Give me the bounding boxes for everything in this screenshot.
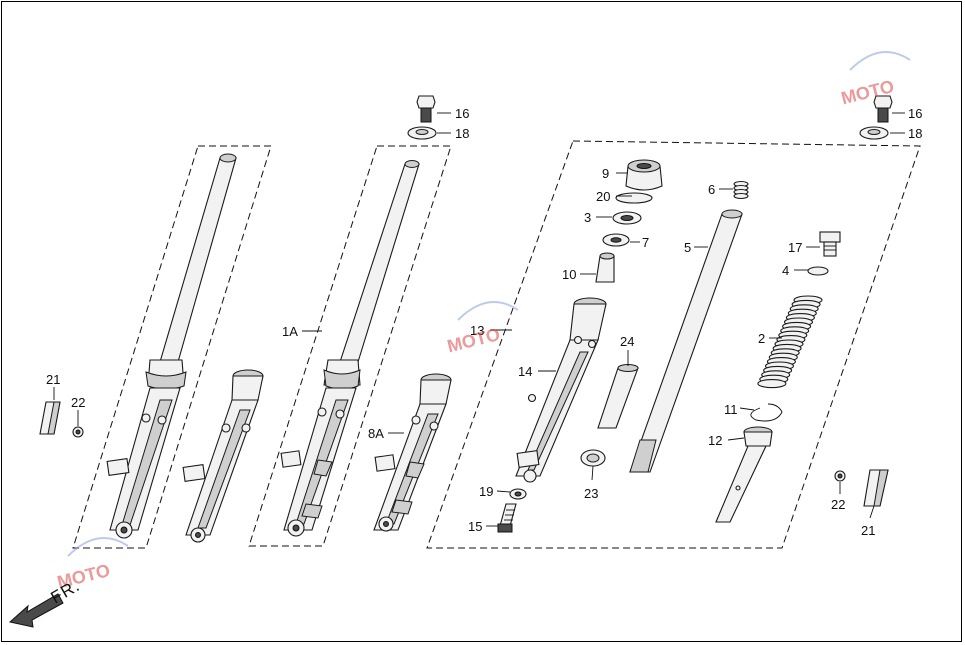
retaining-clip-20 [615, 192, 653, 204]
bolt-15 [497, 503, 517, 533]
callout-21: 21 [46, 372, 60, 387]
callout-8a: 8A [368, 426, 384, 441]
leader-lines [53, 112, 905, 527]
left-lower-slider [182, 369, 264, 543]
washer-23 [580, 449, 606, 467]
callout-22: 22 [71, 395, 85, 410]
callout-18: 18 [908, 126, 922, 141]
inner-tube-5 [629, 209, 743, 473]
circlip-11 [750, 403, 783, 422]
washer-19 [509, 488, 527, 500]
callout-3: 3 [584, 210, 591, 225]
washer-18-b [859, 126, 889, 140]
callout-16: 16 [455, 106, 469, 121]
callout-16: 16 [908, 106, 922, 121]
callout-13: 13 [470, 323, 484, 338]
top-bolt-16-b [873, 95, 893, 123]
callout-1a: 1A [282, 324, 298, 339]
callout-22: 22 [831, 497, 845, 512]
callout-19: 19 [479, 484, 493, 499]
oil-seal-3 [612, 211, 642, 225]
callout-17: 17 [788, 240, 802, 255]
callout-4: 4 [782, 263, 789, 278]
callout-10: 10 [562, 267, 576, 282]
washer-18-a [407, 126, 437, 140]
main-spring-2 [757, 295, 823, 389]
nut-22-left [72, 426, 84, 438]
adjuster-17 [819, 231, 841, 257]
callout-9: 9 [602, 166, 609, 181]
front-direction-arrow: FR. [8, 576, 83, 628]
callout-6: 6 [708, 182, 715, 197]
group-box-fork-internals [426, 140, 921, 549]
callout-5: 5 [684, 240, 691, 255]
o-ring-4 [807, 266, 829, 276]
outer-slider-14 [515, 297, 607, 483]
watermark-logo: MOTO [445, 301, 519, 356]
small-spring-6 [733, 180, 749, 200]
callouts: 16 18 16 18 9 20 3 7 10 6 5 17 4 2 13 14… [46, 106, 922, 538]
callout-15: 15 [468, 519, 482, 534]
callout-14: 14 [518, 364, 532, 379]
group-box-left-fork [72, 145, 272, 549]
fork-assembly-1a [280, 160, 420, 537]
bushing-10 [595, 252, 615, 283]
callout-24: 24 [620, 334, 634, 349]
callout-7: 7 [642, 235, 649, 250]
top-bolt-16-a [416, 95, 436, 123]
nut-22-right [834, 470, 846, 482]
group-box-fork-assembly-1a [248, 145, 452, 547]
damper-rod-12 [715, 426, 773, 523]
callout-12: 12 [708, 433, 722, 448]
callout-2: 2 [758, 331, 765, 346]
washer-7 [602, 233, 630, 247]
callout-18: 18 [455, 126, 469, 141]
callout-21: 21 [861, 523, 875, 538]
left-fork-full [106, 153, 237, 539]
callout-23: 23 [584, 486, 598, 501]
watermark-logo: MOTO [839, 51, 911, 108]
dust-seal-9 [625, 159, 663, 191]
lower-slider-8a [373, 373, 452, 532]
callout-20: 20 [596, 189, 610, 204]
pad-21-left [39, 401, 61, 435]
guide-tube-24 [597, 364, 639, 429]
pad-21-right [863, 469, 889, 507]
spring-coil [757, 379, 787, 389]
callout-11: 11 [724, 402, 738, 417]
